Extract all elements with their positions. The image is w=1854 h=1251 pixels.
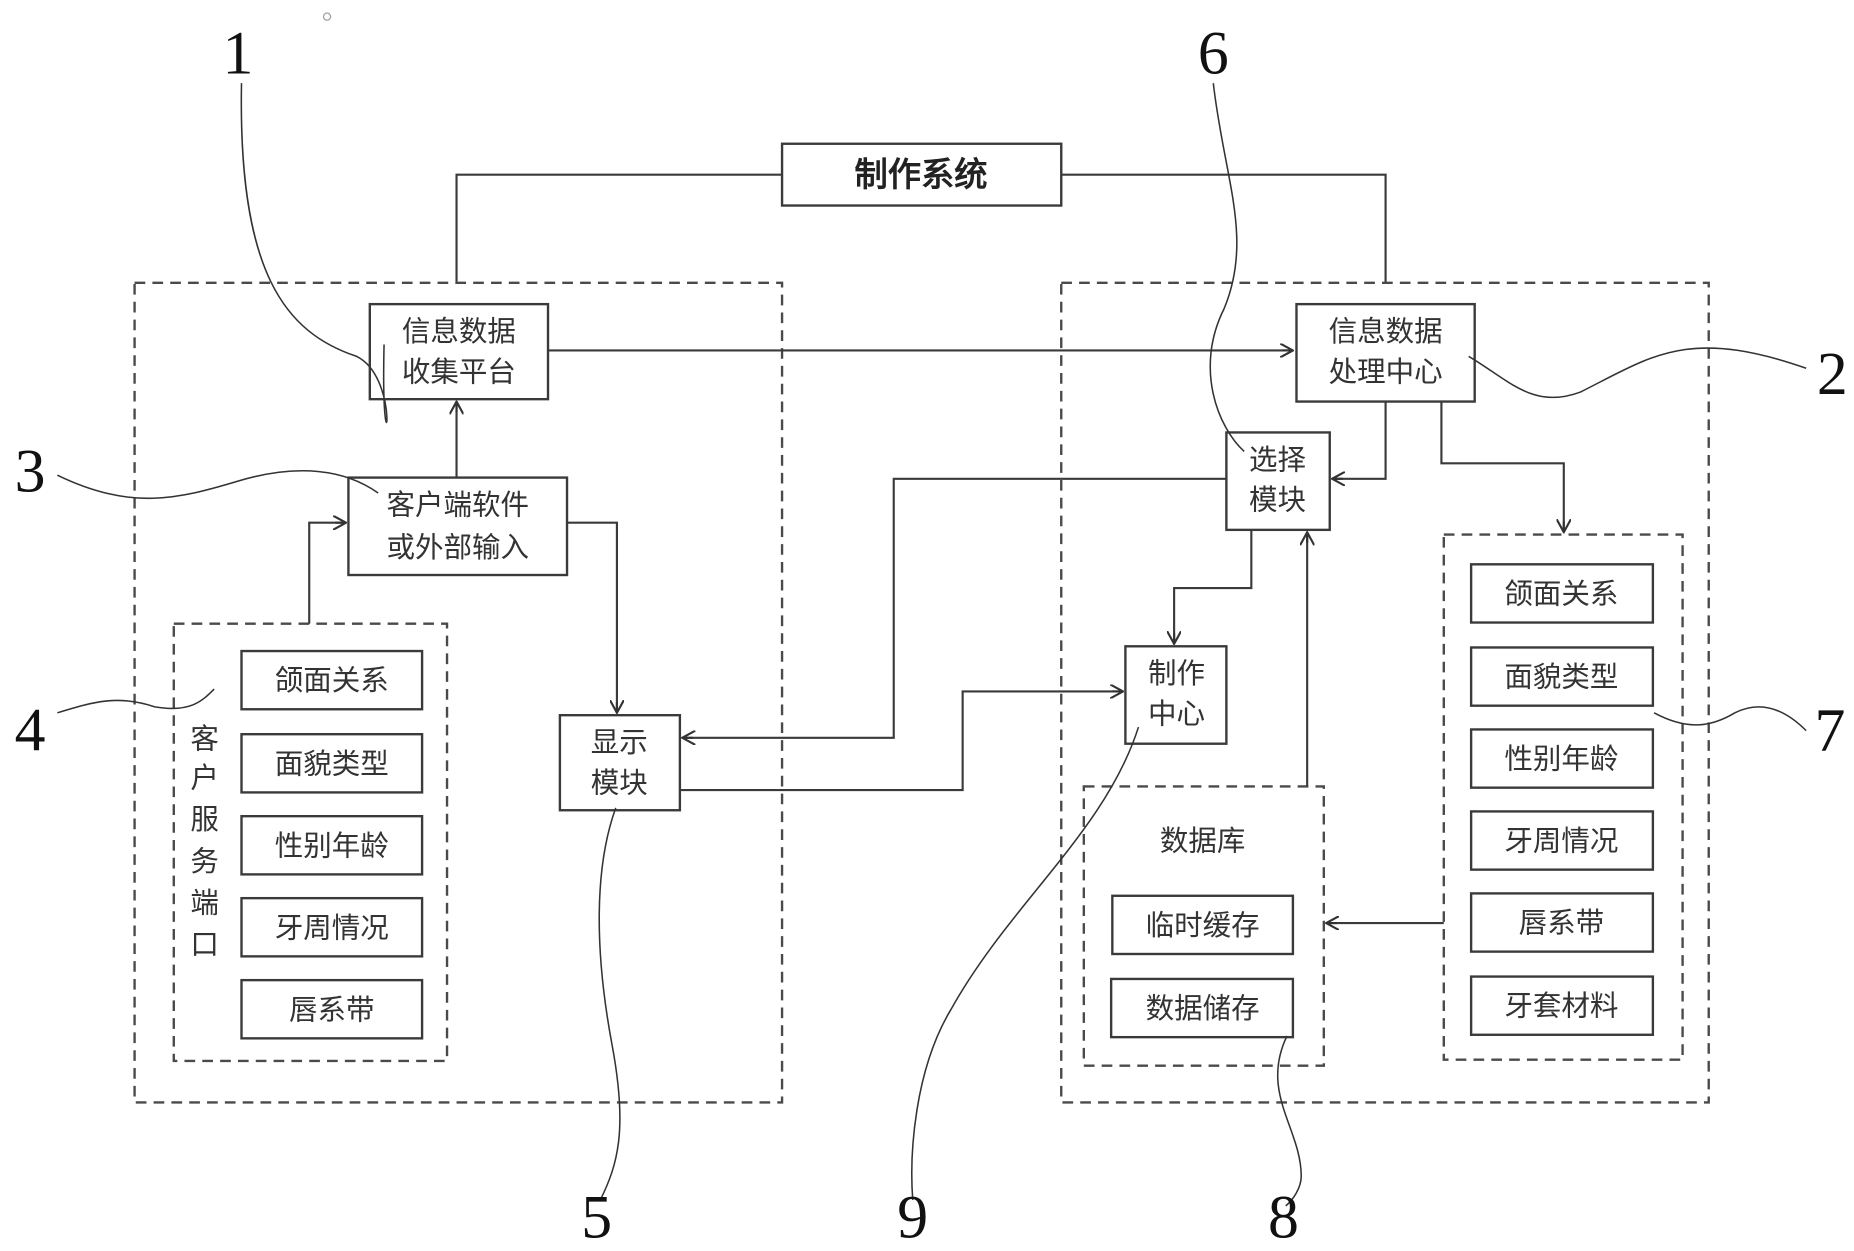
svg-text:显示: 显示 — [591, 726, 648, 759]
database-title: 数据库 — [1160, 825, 1246, 858]
connector-title-right — [1061, 173, 1387, 283]
svg-text:模块: 模块 — [1249, 484, 1306, 517]
leader-7 — [1653, 706, 1807, 732]
svg-text:客户端软件: 客户端软件 — [386, 488, 529, 521]
info-item: 唇系带 — [1469, 892, 1655, 953]
client-port-item: 牙周情况 — [240, 896, 424, 958]
svg-text:性别年龄: 性别年龄 — [275, 829, 389, 862]
ref-number-4: 4 — [15, 697, 46, 765]
leader-9 — [911, 726, 1140, 1200]
svg-text:面貌类型: 面貌类型 — [1504, 661, 1618, 694]
svg-text:务: 务 — [190, 845, 219, 878]
svg-text:性别年龄: 性别年龄 — [1504, 743, 1618, 776]
svg-text:户: 户 — [190, 762, 219, 795]
svg-text:唇系带: 唇系带 — [1519, 907, 1605, 940]
svg-text:客: 客 — [190, 722, 219, 755]
client-port-item: 性别年龄 — [240, 814, 424, 876]
svg-text:信息数据: 信息数据 — [402, 315, 516, 348]
ref-number-9: 9 — [897, 1184, 928, 1251]
left-group-frame — [133, 281, 784, 1104]
ref-number-7: 7 — [1814, 697, 1845, 765]
ref-number-1: 1 — [222, 19, 253, 87]
database-item: 数据储存 — [1109, 977, 1295, 1039]
client-port-item: 颌面关系 — [240, 649, 424, 711]
client-port-frame — [172, 622, 449, 1063]
arrow-input-to-display — [567, 521, 617, 713]
svg-text:牙套材料: 牙套材料 — [1504, 990, 1618, 1023]
leader-3 — [57, 470, 379, 500]
right-group-frame — [1060, 281, 1710, 1104]
client-port-label: 客 户 服 务 端 口 — [190, 722, 219, 961]
svg-text:颌面关系: 颌面关系 — [1504, 578, 1618, 611]
info-item: 性别年龄 — [1469, 728, 1655, 789]
arrow-processing-to-info — [1440, 401, 1563, 533]
ref-number-2: 2 — [1817, 340, 1848, 408]
arrow-select-to-production — [1174, 529, 1253, 644]
processing-center-box: 信息数据 处理中心 — [1295, 302, 1476, 403]
connector-title-left — [455, 173, 783, 283]
svg-text:服: 服 — [190, 803, 219, 836]
svg-text:颌面关系: 颌面关系 — [275, 664, 389, 697]
info-item: 颌面关系 — [1469, 563, 1655, 624]
arrow-select-to-display — [682, 477, 1227, 738]
select-module-box: 选择 模块 — [1225, 431, 1331, 532]
svg-text:牙周情况: 牙周情况 — [275, 911, 389, 944]
arrow-processing-to-select — [1332, 401, 1387, 479]
info-items-frame — [1442, 533, 1684, 1061]
database-frame — [1082, 785, 1325, 1067]
svg-text:或外部输入: 或外部输入 — [386, 531, 529, 564]
client-port-item: 面貌类型 — [240, 733, 424, 794]
client-port-item: 唇系带 — [240, 978, 424, 1040]
info-item: 牙周情况 — [1469, 810, 1655, 871]
ref-number-5: 5 — [581, 1184, 612, 1251]
svg-text:处理中心: 处理中心 — [1329, 355, 1443, 388]
ref-number-3: 3 — [15, 438, 46, 506]
svg-text:唇系带: 唇系带 — [289, 993, 375, 1026]
ref-number-8: 8 — [1268, 1184, 1299, 1251]
svg-text:中心: 中心 — [1148, 698, 1205, 731]
leader-4 — [57, 688, 215, 714]
leader-2 — [1468, 347, 1807, 399]
stray-dot — [322, 12, 332, 21]
svg-text:数据储存: 数据储存 — [1146, 992, 1260, 1025]
svg-text:制作: 制作 — [1148, 657, 1205, 690]
database-item: 临时缓存 — [1111, 894, 1295, 956]
client-input-box: 客户端软件 或外部输入 — [347, 476, 569, 577]
title-text: 制作系统 — [855, 155, 988, 194]
info-item: 牙套材料 — [1469, 975, 1655, 1036]
svg-text:模块: 模块 — [591, 766, 648, 799]
info-item: 面貌类型 — [1469, 646, 1655, 707]
arrow-port-to-input — [308, 523, 346, 624]
title-box: 制作系统 — [780, 142, 1063, 207]
leader-5 — [598, 807, 621, 1201]
leader-1 — [240, 83, 388, 424]
svg-text:临时缓存: 临时缓存 — [1146, 909, 1260, 942]
svg-text:口: 口 — [190, 928, 219, 961]
svg-text:端: 端 — [190, 886, 219, 919]
svg-text:选择: 选择 — [1249, 443, 1306, 476]
production-center-box: 制作 中心 — [1124, 645, 1228, 745]
arrow-display-to-production — [679, 691, 1123, 792]
ref-number-6: 6 — [1198, 19, 1229, 87]
svg-text:收集平台: 收集平台 — [402, 355, 516, 388]
svg-text:面貌类型: 面貌类型 — [275, 747, 389, 780]
display-module-box: 显示 模块 — [558, 714, 682, 812]
svg-text:信息数据: 信息数据 — [1329, 315, 1443, 348]
collect-platform-box: 信息数据 收集平台 — [368, 302, 550, 401]
leader-8 — [1276, 1035, 1303, 1207]
svg-text:牙周情况: 牙周情况 — [1504, 825, 1618, 858]
leader-6 — [1209, 83, 1245, 453]
